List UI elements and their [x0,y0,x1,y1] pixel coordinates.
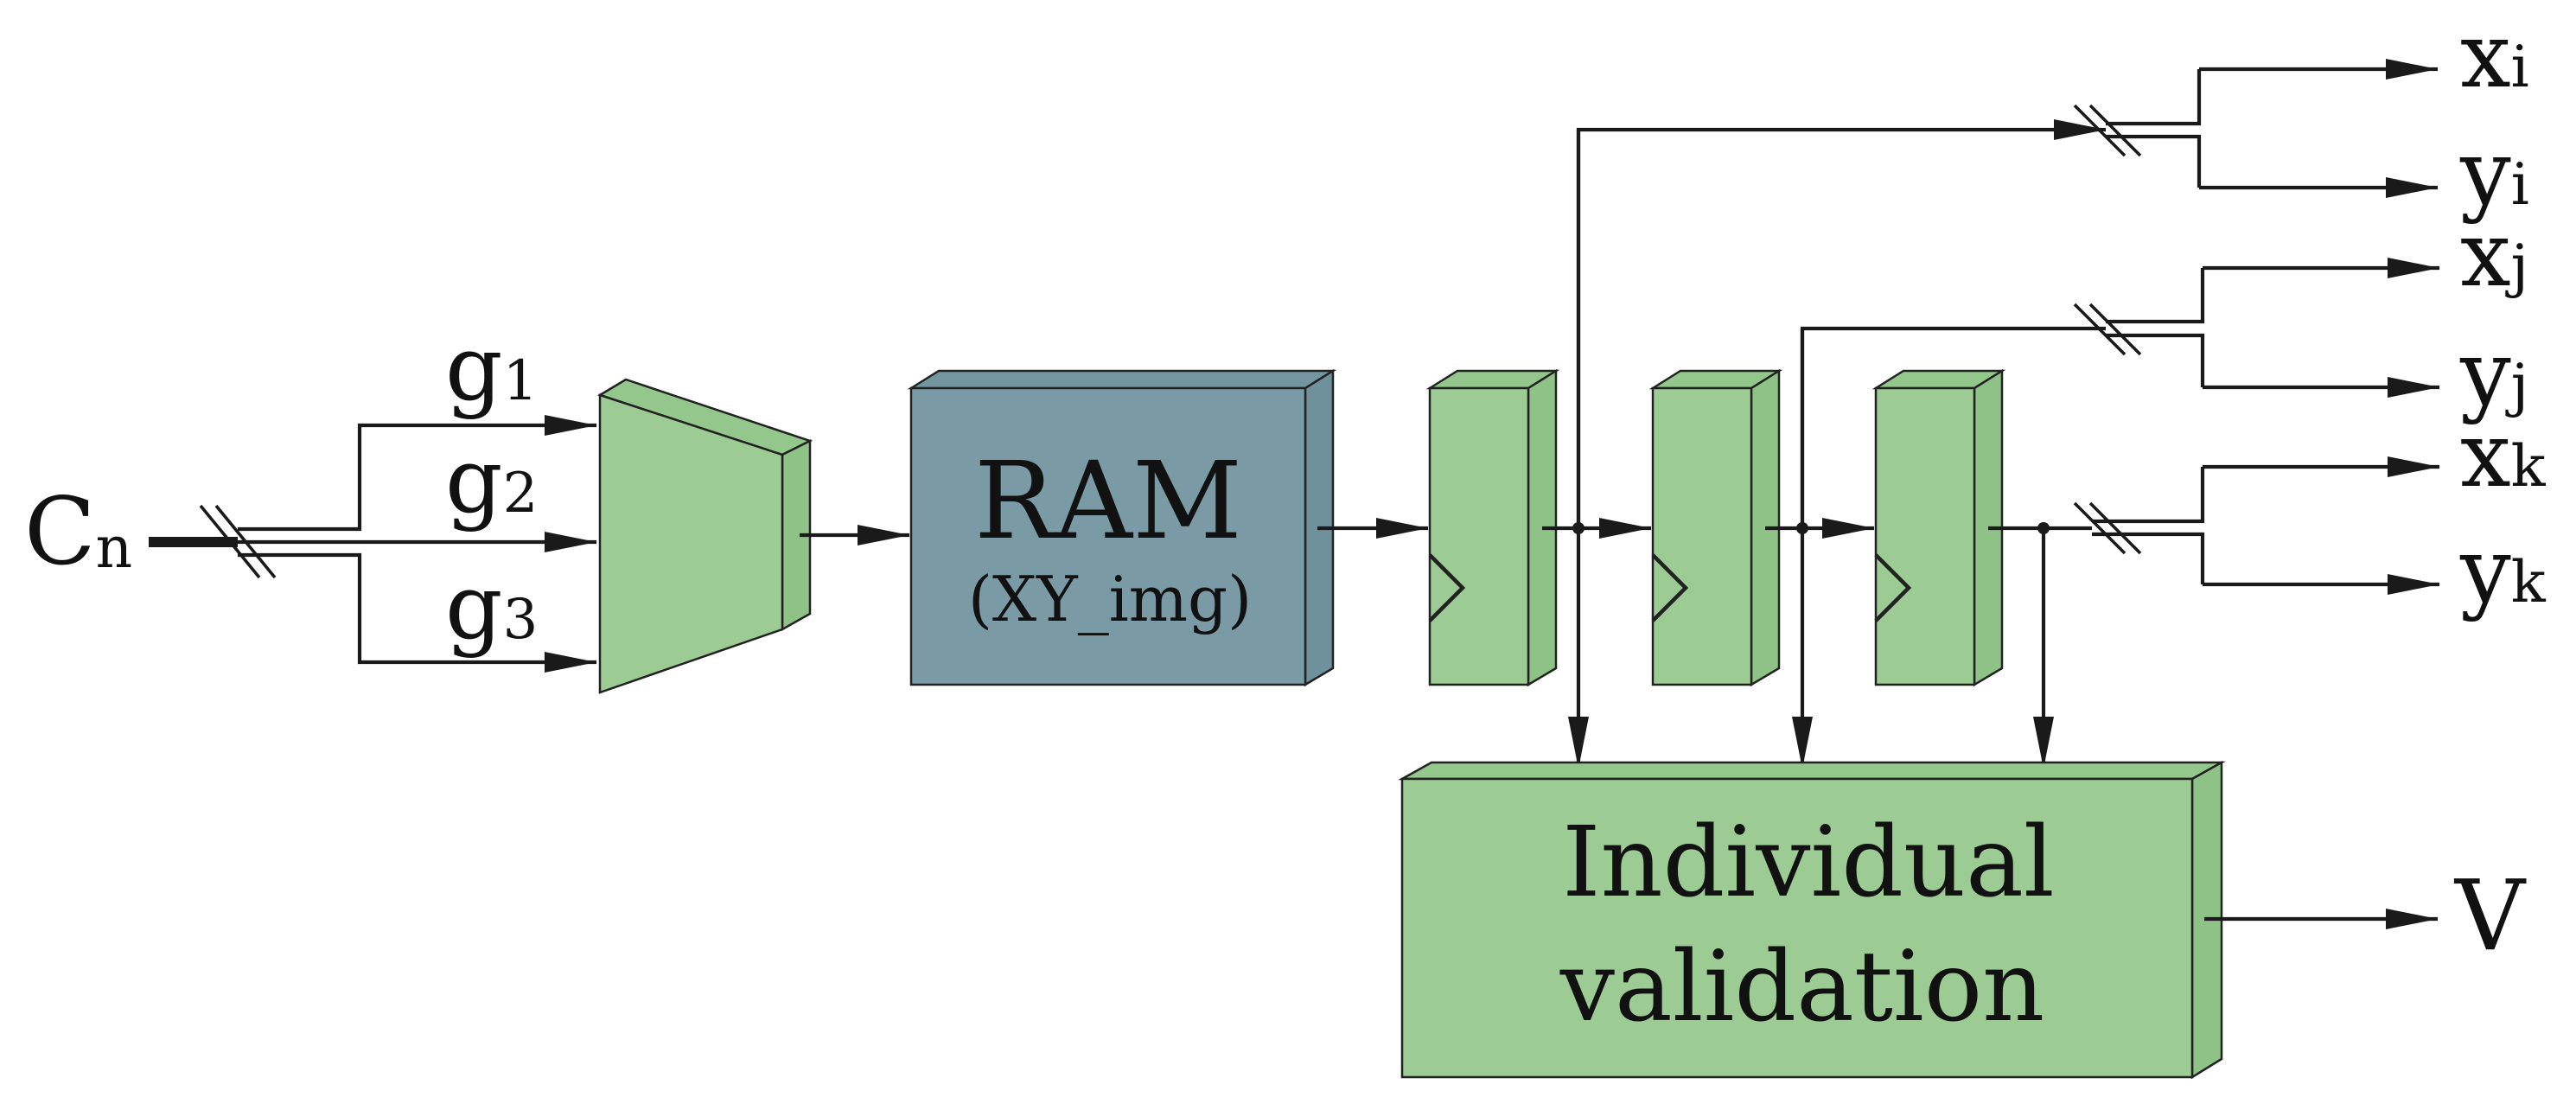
output-label-yk: yk [2459,518,2547,623]
ram-title: RAM [974,439,1242,564]
mux-input-label-g1: g1 [445,316,538,421]
ram-block [907,368,1337,687]
input-label-cn: Cn [24,478,132,586]
mux-input-wires [238,415,596,673]
clock-icon [1874,553,1912,622]
clock-icon [1651,553,1689,622]
output-label-yi: yi [2459,120,2529,226]
mux-input-label-g2: g2 [445,428,538,533]
register-1 [1425,368,1560,687]
clock-icon [1428,553,1466,622]
tap-j [1792,258,2439,769]
mux-input-label-g3: g3 [445,554,538,660]
validation-label-line1: Individual [1562,807,2054,919]
register-2 [1648,368,1783,687]
validation-label-line2: validation [1559,931,2045,1043]
tap-i [1568,59,2438,769]
output-label-xk: xk [2460,402,2547,507]
output-label-v: V [2453,860,2527,973]
ram-subtitle: (XY_img) [968,563,1252,635]
register-3 [1871,368,2006,687]
output-label-xi: xi [2460,3,2529,108]
validation-block [1398,760,2226,1080]
output-label-xj: xj [2460,201,2528,307]
tap-k [2033,456,2439,769]
output-label-yj: yj [2459,321,2528,426]
multiplexer-block [597,378,813,694]
